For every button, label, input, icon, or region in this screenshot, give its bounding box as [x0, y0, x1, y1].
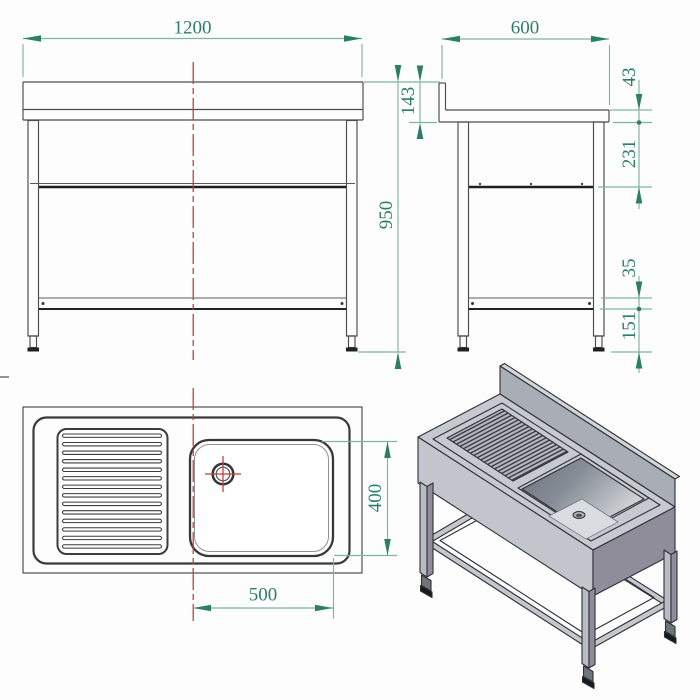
iso-top-assembly [417, 393, 676, 597]
drainboard-ribs [61, 433, 163, 549]
drainboard-rib [61, 501, 163, 507]
front-view [22, 62, 364, 360]
side-legs [457, 121, 605, 337]
drainboard-rib [61, 476, 163, 481]
plan-view [22, 388, 363, 621]
drainboard-rib [61, 459, 163, 464]
drainboard-rib [61, 433, 163, 438]
dim-label-top-thickness: 43 [619, 68, 640, 87]
front-feet [27, 335, 358, 352]
drainboard-rib [61, 450, 163, 455]
dimension-width-1200: 1200 [22, 18, 363, 77]
dim-label-backsplash: 143 [398, 87, 419, 116]
drainboard-rib [61, 493, 163, 498]
iso-backsplash [499, 362, 681, 508]
side-view [438, 82, 610, 352]
dim-label-depth: 600 [511, 18, 540, 39]
dimension-backsplash-143: 143 [398, 65, 437, 139]
front-bowl-bottom-edge [30, 183, 355, 189]
dim-label-shelf-section: 35 [619, 259, 640, 278]
plan-drain [205, 456, 241, 492]
dim-label-basin-length: 500 [249, 585, 278, 606]
drainboard-rib [61, 510, 163, 515]
iso-drainboard-ribs [446, 408, 569, 482]
iso-front-left-leg [419, 481, 434, 599]
drainboard-rib [61, 535, 163, 541]
dimension-height-950: 950 [358, 65, 440, 369]
side-tabletop [439, 109, 610, 123]
plan-drainboard [56, 428, 169, 555]
drainboard-rib [61, 441, 163, 447]
front-legs [27, 119, 358, 337]
dim-label-height: 950 [376, 201, 397, 230]
dimension-chain-right: 43 231 35 151 [598, 68, 652, 373]
plan-inner-rim [32, 416, 351, 565]
dim-label-width: 1200 [174, 18, 212, 39]
drainboard-rib [61, 467, 163, 473]
dim-label-bottom-clearance: 151 [619, 312, 640, 341]
side-bowl-bottom-edge [469, 182, 593, 189]
drainboard-rib [61, 484, 163, 490]
plan-basin [188, 438, 335, 558]
side-backsplash [438, 82, 447, 122]
side-feet [457, 335, 605, 352]
front-undershelf [38, 297, 347, 310]
dimension-basin-500: 500 [193, 558, 335, 619]
dim-label-basin-width: 400 [365, 484, 386, 513]
iso-front-right-leg [581, 586, 596, 690]
drainboard-rib [61, 544, 163, 549]
iso-view [417, 362, 681, 690]
iso-rear-right-leg [663, 549, 678, 645]
dimension-basin-400: 400 [322, 440, 397, 557]
dim-label-upper-section: 231 [619, 140, 640, 169]
plan-outer-edge [22, 406, 363, 574]
drainboard-rib [61, 518, 163, 524]
iso-basin [517, 453, 650, 540]
drainboard-rib [61, 527, 163, 532]
side-undershelf [468, 297, 594, 310]
dimension-depth-600: 600 [441, 18, 611, 105]
